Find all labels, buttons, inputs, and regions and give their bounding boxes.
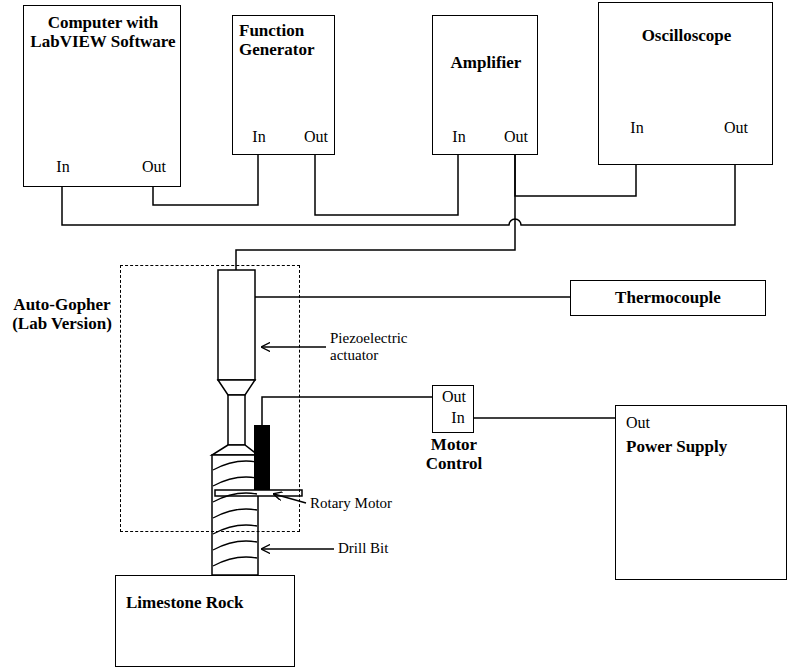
box-title: Thermocouple [575,289,761,308]
leader-line [262,346,326,347]
bit-flange [212,445,258,455]
signal-wire [236,155,515,270]
actuator-neck [228,395,245,445]
function-generator-box: Function GeneratorIn Out [232,15,335,155]
box-title: Amplifier [437,54,535,73]
part-label: Piezoelectric actuator [330,330,430,365]
box-title: Limestone Rock [126,594,286,613]
bit-flutes [213,461,257,566]
amplifier-box: AmplifierIn Out [432,15,538,155]
box-title: Oscilloscope [605,27,768,46]
signal-wire [153,155,258,205]
box-title: Computer with LabVIEW Software [30,14,176,51]
port-label: In [630,119,643,137]
box-title: Power Supply [626,438,776,457]
limestone-rock-box: Limestone Rock [115,575,295,667]
rotary-motor [254,425,270,490]
leader-line [274,494,306,503]
port-label: In [452,128,465,146]
motor-control-box: OutInMotor Control [432,385,474,433]
leader-line [262,548,334,549]
computer-box: Computer with LabVIEW SoftwareIn Out [23,5,181,187]
drill-bit [212,455,258,575]
part-label: Rotary Motor [310,495,420,512]
signal-wire [474,417,615,419]
port-label: Out [442,388,466,406]
signal-wire [315,155,458,215]
actuator-horn [218,380,255,395]
signal-wire [255,296,570,298]
box-title: Motor Control [403,436,505,473]
signal-wire [262,397,432,425]
port-label: Out [724,119,748,137]
box-title: Function Generator [239,22,331,59]
port-label: Out [304,128,328,146]
port-label: In [56,158,69,176]
actuator-body [218,270,255,380]
thermocouple-box: Thermocouple [570,280,766,316]
box-title: Auto-Gopher (Lab Version) [5,296,119,333]
auto-gopher-frame: Auto-Gopher (Lab Version) [120,265,300,532]
power-supply-box: OutPower Supply [615,405,787,580]
port-label: In [451,409,464,427]
part-label: Drill Bit [338,540,428,557]
port-label: Out [504,128,528,146]
port-label: Out [142,158,166,176]
oscilloscope-box: OscilloscopeIn Out [598,2,773,165]
signal-wire [515,155,636,196]
port-label: Out [626,414,650,432]
port-label: In [252,128,265,146]
